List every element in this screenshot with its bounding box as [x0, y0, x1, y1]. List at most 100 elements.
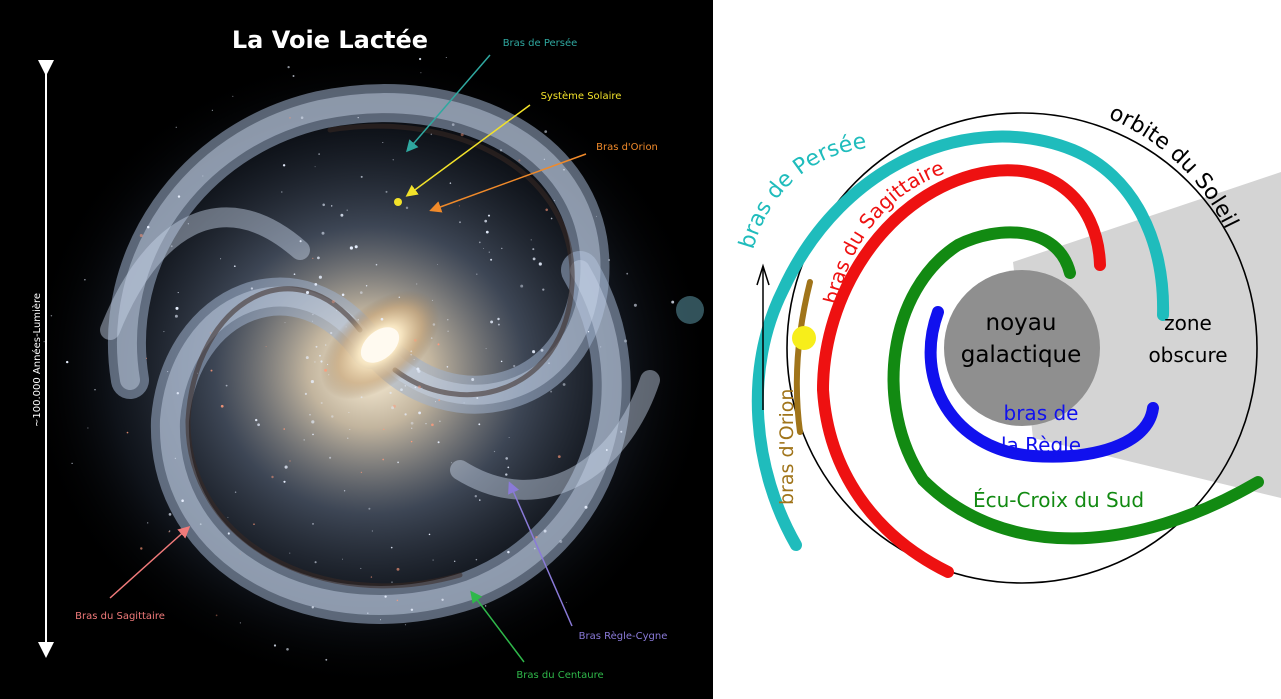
star-dot: [478, 423, 481, 426]
regle-arm: [924, 306, 1159, 463]
star-dot: [559, 540, 563, 543]
star-dot: [357, 319, 359, 321]
star-dot: [437, 441, 440, 444]
star-field: [43, 56, 675, 661]
star-dot: [370, 576, 373, 578]
star-dot: [174, 314, 178, 318]
star-dot: [342, 558, 343, 560]
star-dot: [428, 533, 431, 536]
star-dot: [416, 283, 418, 285]
star-dot: [543, 529, 547, 533]
star-dot: [410, 440, 413, 443]
star-dot: [396, 567, 400, 571]
star-dot: [532, 248, 535, 251]
star-dot: [447, 330, 449, 332]
star-dot: [145, 357, 148, 359]
regle-cygne-label: Bras Règle-Cygne: [579, 630, 668, 642]
star-dot: [253, 523, 255, 526]
star-dot: [501, 247, 503, 250]
star-dot: [484, 219, 488, 223]
star-dot: [507, 466, 510, 469]
star-dot: [411, 427, 413, 429]
star-dot: [284, 322, 286, 324]
star-dot: [520, 284, 524, 288]
star-dot: [209, 332, 211, 334]
star-dot: [437, 343, 440, 346]
star-dot: [410, 354, 412, 356]
star-dot: [286, 647, 289, 651]
star-dot: [360, 471, 363, 474]
star-dot: [343, 490, 346, 492]
star-dot: [584, 505, 588, 509]
star-dot: [431, 299, 433, 301]
star-dot: [530, 239, 532, 241]
star-dot: [84, 279, 86, 281]
star-dot: [608, 259, 611, 261]
star-dot: [479, 499, 481, 501]
star-dot: [587, 331, 590, 333]
star-dot: [303, 439, 305, 441]
star-dot: [341, 293, 345, 297]
star-dot: [168, 513, 172, 516]
star-dot: [312, 523, 314, 525]
star-dot: [432, 559, 434, 561]
regle-cygne-arrow: [508, 481, 573, 627]
star-dot: [513, 364, 516, 368]
star-dot: [474, 495, 477, 498]
star-dot: [605, 449, 608, 451]
zone-label-1: zone: [1164, 311, 1212, 335]
star-dot: [281, 191, 283, 193]
star-dot: [348, 412, 350, 413]
star-dot: [505, 473, 508, 476]
star-dot: [255, 418, 258, 422]
galaxy-spiral-arms: [100, 84, 660, 624]
star-dot: [532, 350, 536, 354]
star-dot: [382, 141, 384, 144]
star-dot: [330, 331, 333, 335]
star-dot: [436, 264, 438, 266]
star-dot: [633, 303, 637, 307]
star-dot: [425, 423, 427, 425]
star-dot: [396, 599, 399, 602]
star-dot: [239, 622, 242, 624]
star-dot: [626, 272, 629, 275]
star-dot: [271, 475, 274, 479]
star-dot: [544, 130, 548, 133]
star-dot: [170, 245, 173, 248]
star-dot: [283, 428, 285, 430]
star-dot: [211, 109, 213, 111]
star-dot: [507, 550, 510, 554]
star-dot: [293, 273, 296, 276]
star-dot: [445, 56, 447, 59]
star-dot: [595, 215, 597, 217]
star-dot: [176, 391, 180, 395]
star-dot: [220, 258, 222, 260]
star-dot: [311, 420, 315, 424]
star-dot: [484, 605, 487, 607]
star-dot: [400, 388, 403, 392]
star-dot: [163, 331, 165, 333]
star-dot: [283, 480, 286, 483]
star-dot: [347, 437, 349, 439]
star-dot: [410, 608, 414, 612]
star-dot: [330, 205, 333, 207]
star-dot: [289, 117, 291, 119]
star-dot: [140, 547, 143, 550]
star-dot: [508, 437, 510, 439]
star-dot: [250, 287, 254, 290]
star-dot: [321, 231, 325, 235]
star-dot: [354, 245, 358, 249]
star-dot: [451, 462, 453, 464]
star-dot: [315, 345, 318, 348]
star-dot: [451, 123, 455, 126]
star-dot: [327, 363, 329, 366]
star-dot: [367, 612, 369, 614]
star-dot: [319, 354, 321, 357]
star-dot: [174, 457, 177, 460]
star-dot: [311, 606, 314, 609]
star-dot: [449, 182, 452, 184]
milky-way-illustration: La Voie Lactée ~100.000 Années-Lumière B…: [0, 0, 713, 699]
star-dot: [545, 208, 548, 212]
star-dot: [225, 384, 228, 387]
orion-schematic-label: bras d'Orion: [776, 389, 798, 505]
